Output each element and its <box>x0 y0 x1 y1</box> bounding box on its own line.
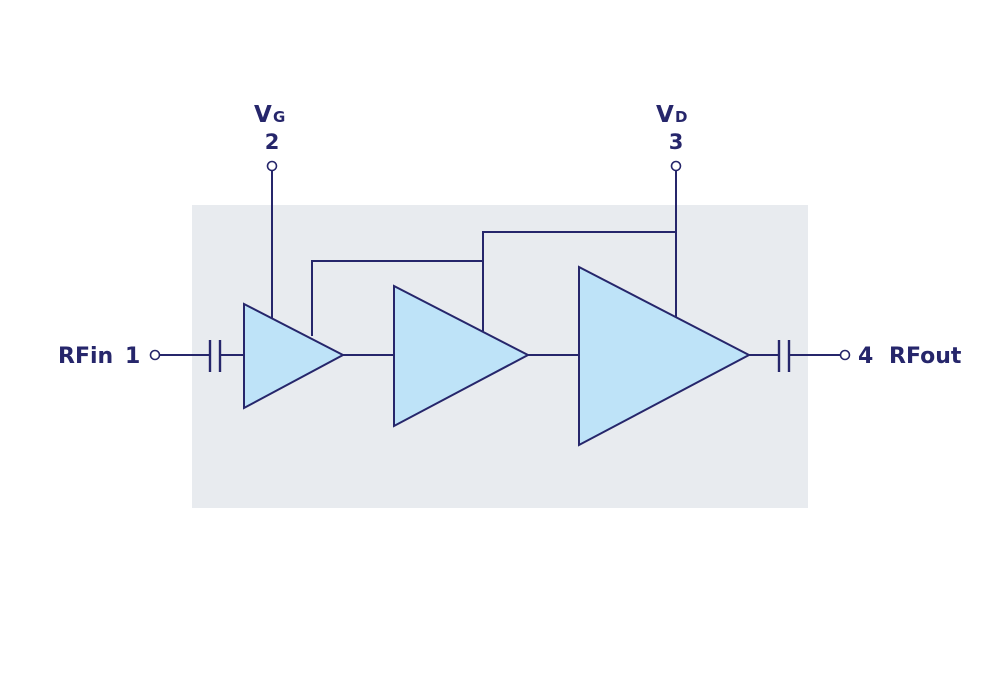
rf-output-path <box>749 340 840 372</box>
gate-bias-pin-terminal <box>266 160 278 172</box>
gate-bias-symbol: V <box>254 102 272 128</box>
drain-bias-network <box>311 171 677 336</box>
amplifier-stage-1 <box>243 302 346 410</box>
amplifier-stage-2 <box>393 284 531 428</box>
amplifier-stage-3 <box>578 265 752 447</box>
rf-out-pin-number: 4 <box>858 344 873 369</box>
rf-out-pin-terminal <box>839 349 851 361</box>
drain-bias-symbol: V <box>656 102 674 128</box>
rf-in-pin-terminal <box>149 349 161 361</box>
drain-bias-pin-terminal <box>670 160 682 172</box>
gate-bias-pin-number: 2 <box>265 130 280 154</box>
drain-bias-pin-number: 3 <box>669 130 684 154</box>
gate-bias-subscript: G <box>273 108 285 126</box>
rf-in-label: RFin <box>58 344 113 369</box>
rf-out-label: RFout <box>889 344 962 369</box>
drain-bias-subscript: D <box>675 108 687 126</box>
rf-input-path <box>160 340 244 372</box>
rf-in-pin-number: 1 <box>125 344 140 369</box>
